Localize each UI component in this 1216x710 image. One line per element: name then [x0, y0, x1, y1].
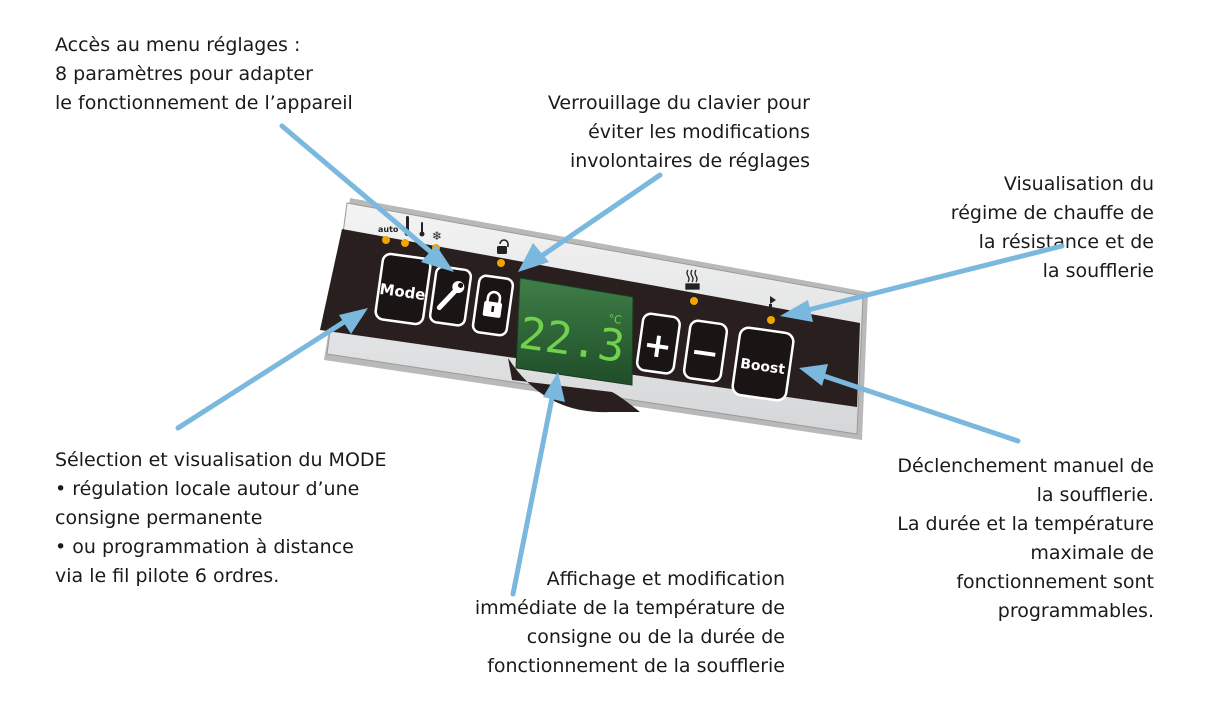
mode-button[interactable]: Mode [374, 252, 432, 326]
led-comfort [401, 239, 409, 247]
padlock-small-icon [497, 239, 509, 254]
padlock-icon [482, 290, 503, 318]
arrow-display [510, 372, 565, 597]
callout-mode-selection: Sélection et visualisation du MODE • rég… [55, 449, 387, 587]
fan-icon [769, 296, 776, 312]
minus-button[interactable]: − [682, 319, 729, 383]
settings-button[interactable] [428, 265, 473, 327]
arrow-mode [175, 308, 368, 431]
callout-display: Affichage et modification immédiate de l… [474, 568, 785, 677]
callout-heating-indicator: Visualisation du régime de chauffe de la… [950, 173, 1154, 282]
callout-menu-settings: Accès au menu réglages : 8 paramètres po… [55, 34, 353, 114]
arrow-lock [518, 172, 663, 272]
wrench-icon [436, 281, 465, 311]
thermometer-small-icon [419, 222, 425, 237]
temperature-unit: °C [608, 312, 623, 327]
plus-button-label: + [641, 324, 675, 368]
arrow-menu [279, 123, 454, 272]
led-auto [382, 236, 390, 244]
arrow-boost [799, 364, 1021, 444]
led-fan [767, 316, 775, 324]
heater-icon [685, 269, 700, 290]
boost-button-label: Boost [739, 356, 786, 378]
led-lock [497, 259, 505, 267]
minus-button-label: − [688, 331, 722, 375]
arrow-heating [780, 243, 1065, 322]
snowflake-icon: ❄ [432, 229, 442, 243]
callout-keyboard-lock: Verrouillage du clavier pour éviter les … [547, 92, 810, 172]
callout-boost: Déclenchement manuel de la soufflerie. L… [897, 455, 1154, 622]
boost-button[interactable]: Boost [731, 326, 795, 402]
temperature-display[interactable]: 22.3 °C [515, 277, 634, 386]
auto-label: auto [378, 225, 399, 234]
plus-button[interactable]: + [635, 312, 681, 375]
led-heater [690, 297, 698, 305]
lock-button[interactable] [471, 274, 515, 337]
